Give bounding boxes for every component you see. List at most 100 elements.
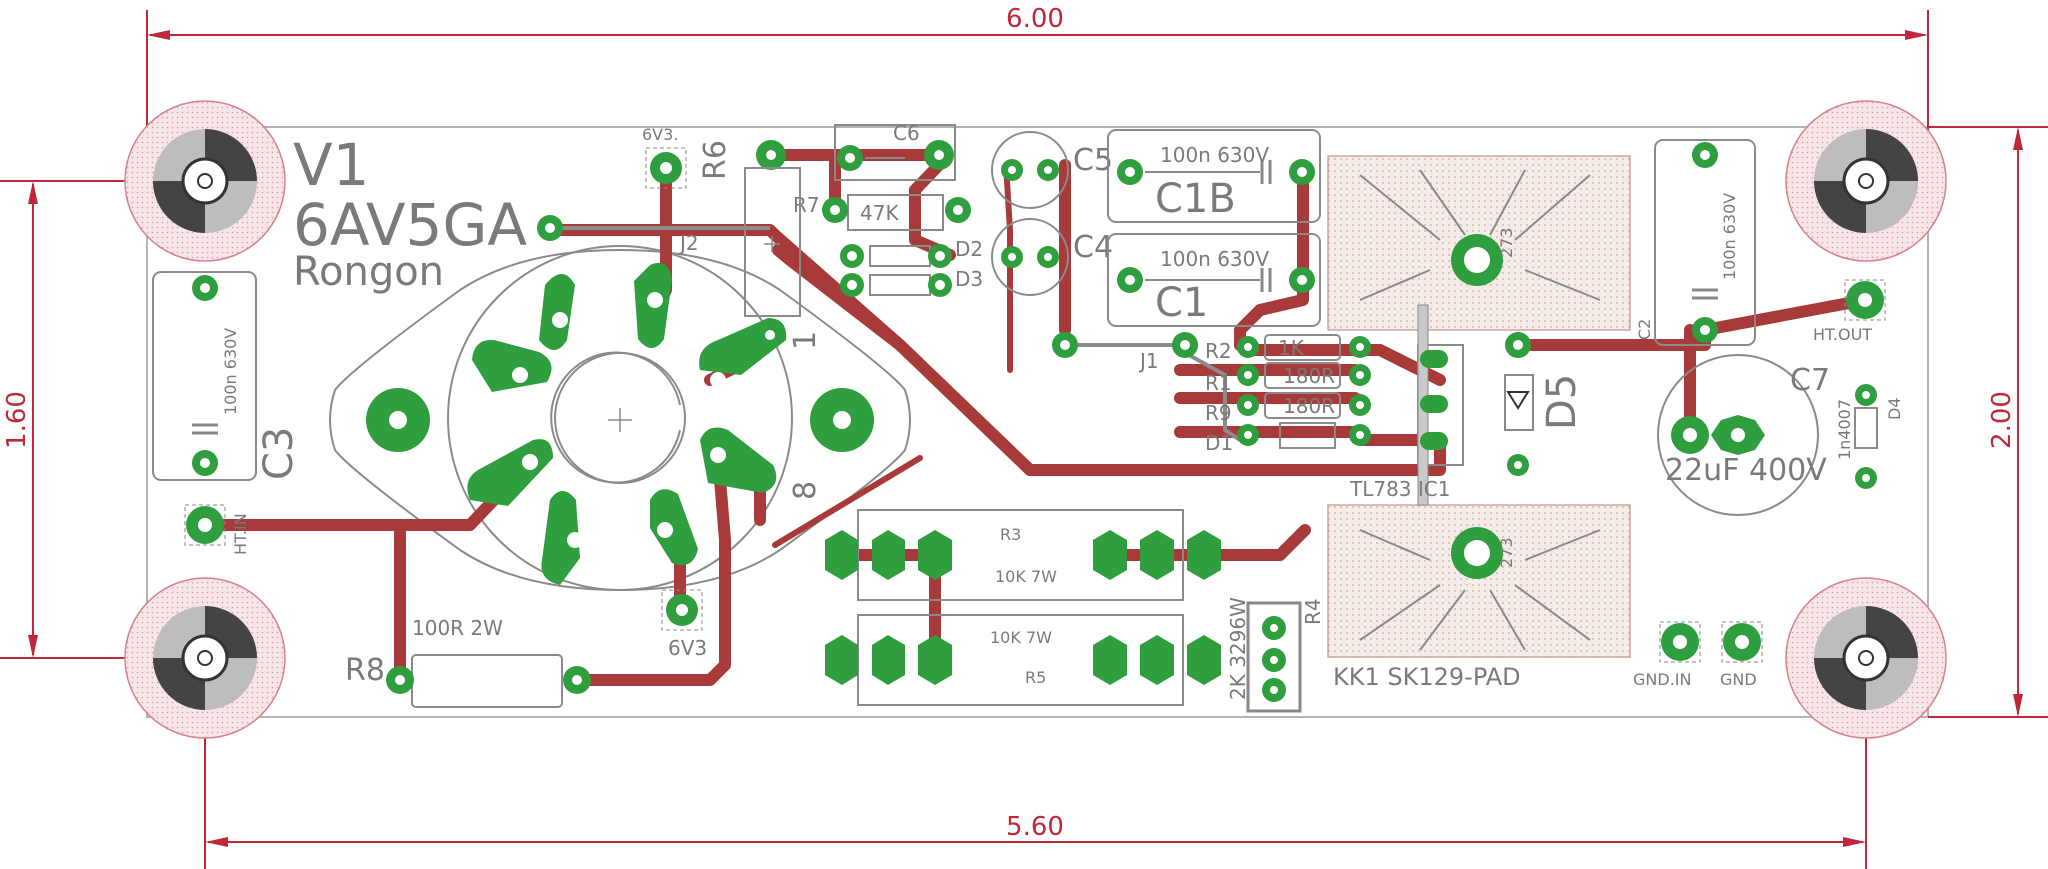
mount-hole-bottom-right — [1785, 577, 1947, 739]
hs-top-label: 273 — [1497, 227, 1516, 258]
heatsink-bottom — [1327, 504, 1631, 658]
component-r4 — [1246, 601, 1302, 713]
label-c2-value: 100n 630V — [1720, 193, 1739, 280]
component-r5 — [825, 614, 1221, 706]
board-title: V1 — [293, 131, 370, 199]
component-c6 — [756, 124, 956, 181]
label-r8: R8 — [345, 653, 385, 688]
label-ht-in: HT.IN — [231, 513, 250, 555]
label-r5: R5 — [1025, 668, 1046, 687]
label-r6: R6 — [698, 140, 733, 180]
component-c1 — [1107, 233, 1321, 327]
component-d4 — [1854, 384, 1878, 489]
label-c1b-value: 100n 630V — [1160, 143, 1269, 167]
component-ic1 — [1417, 304, 1464, 506]
label-c2: C2 — [1635, 319, 1654, 340]
dim-bottom-width: 5.60 — [1006, 812, 1064, 842]
component-r2 — [1237, 334, 1371, 361]
label-pin8: 8 — [788, 481, 823, 500]
component-d5 — [1504, 332, 1534, 476]
component-d2 — [840, 244, 952, 268]
component-d1 — [1237, 422, 1371, 449]
label-d1: D1 — [1205, 431, 1233, 455]
dim-top-width: 6.00 — [1006, 4, 1064, 34]
label-r2: R2 — [1205, 339, 1232, 363]
hs-bottom-label: 273 — [1497, 537, 1516, 568]
label-d5: D5 — [1539, 374, 1585, 430]
dim-right-height: 2.00 — [1987, 391, 2017, 449]
pad-ht-in[interactable] — [184, 504, 226, 546]
component-c7 — [1657, 354, 1819, 516]
pad-6v3-top[interactable] — [645, 147, 687, 189]
pad-pin1[interactable] — [756, 321, 784, 349]
label-c3-value: 100n 630V — [221, 328, 240, 415]
component-r9 — [1237, 392, 1371, 419]
component-r6 — [744, 167, 801, 317]
label-r9: R9 — [1205, 401, 1232, 425]
mount-hole-top-left — [124, 100, 286, 262]
board-outline — [146, 126, 1929, 718]
label-d4-value: 1n4007 — [1835, 399, 1854, 460]
label-c1-value: 100n 630V — [1160, 247, 1269, 271]
label-c7: C7 — [1790, 363, 1830, 398]
label-c5: C5 — [1073, 143, 1113, 178]
label-r5-value: 10K 7W — [990, 628, 1052, 647]
component-c5 — [991, 131, 1069, 209]
label-r3-value: 10K 7W — [995, 567, 1057, 586]
mounting-holes — [124, 100, 1947, 739]
pad-j1[interactable] — [1052, 332, 1198, 358]
tube-pins — [366, 262, 874, 585]
heatsink-top — [1327, 155, 1631, 331]
label-gnd-in: GND.IN — [1633, 670, 1691, 689]
tube-socket — [329, 245, 911, 592]
component-r1 — [1237, 362, 1371, 389]
label-d4: D4 — [1885, 398, 1904, 421]
component-r7 — [822, 194, 971, 231]
component-c3 — [152, 271, 257, 481]
mount-hole-bottom-left — [124, 577, 286, 739]
board-author: Rongon — [293, 249, 444, 295]
mount-hole-top-right — [1785, 100, 1947, 262]
label-r4-value: 2K 3296W — [1226, 597, 1250, 700]
label-6v3-top: 6V3. — [642, 125, 678, 144]
component-c2 — [1654, 139, 1756, 346]
component-c4 — [991, 218, 1069, 296]
pad-ht-out[interactable] — [1844, 279, 1886, 321]
label-j2: J2 — [678, 231, 699, 255]
label-ic1: TL783 IC1 — [1349, 477, 1450, 501]
label-j1: J1 — [1138, 349, 1159, 373]
label-r9-value: 180R — [1283, 394, 1335, 418]
label-ht-out: HT.OUT — [1813, 325, 1872, 344]
label-d2: D2 — [955, 237, 983, 261]
pad-j2[interactable] — [537, 215, 563, 241]
board-subtitle: 6AV5GA — [293, 191, 527, 259]
label-r8-value: 100R 2W — [412, 616, 503, 640]
grey-traces — [550, 226, 1242, 442]
label-gnd: GND — [1720, 670, 1757, 689]
label-c6: C6 — [893, 121, 920, 145]
pad-6v3-bottom[interactable] — [661, 589, 703, 631]
label-r1-value: 180R — [1283, 364, 1335, 388]
pad-gnd[interactable] — [1721, 621, 1763, 663]
label-kk1: KK1 SK129-PAD — [1333, 663, 1521, 691]
label-c1b: C1B — [1155, 176, 1236, 222]
label-r4: R4 — [1301, 598, 1325, 625]
component-d3 — [840, 273, 952, 297]
label-r1: R1 — [1205, 371, 1232, 395]
label-6v3-bottom: 6V3 — [668, 636, 707, 660]
label-r7-value: 47K — [860, 201, 899, 225]
component-r8 — [386, 654, 591, 708]
dim-left-height: 1.60 — [2, 391, 32, 449]
label-c4: C4 — [1073, 230, 1113, 265]
label-c3: C3 — [256, 427, 302, 480]
component-r3 — [825, 509, 1221, 601]
pad-gnd-in[interactable] — [1659, 621, 1701, 663]
label-r2-value: 1K — [1278, 336, 1305, 360]
label-r3: R3 — [1000, 525, 1021, 544]
label-d3: D3 — [955, 267, 983, 291]
label-pin1: 1 — [788, 331, 823, 350]
label-c7-value: 22uF 400V — [1665, 453, 1827, 488]
component-c1b — [1107, 129, 1321, 223]
label-c1: C1 — [1155, 280, 1208, 326]
